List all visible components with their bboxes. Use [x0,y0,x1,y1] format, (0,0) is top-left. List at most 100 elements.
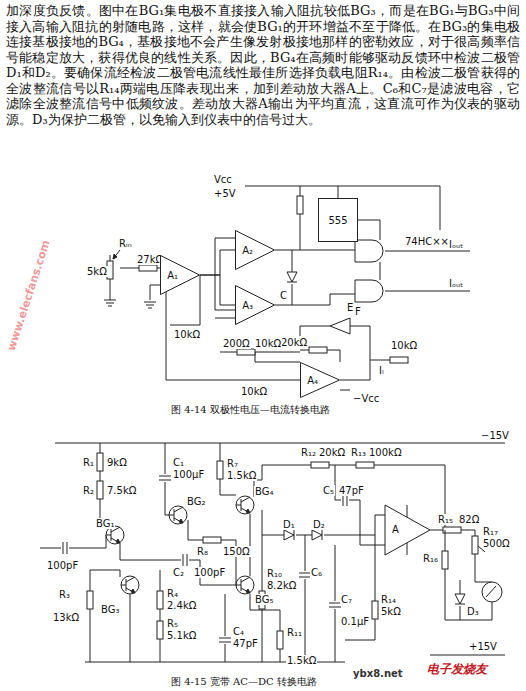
component-label: R₁₄ [380,594,397,605]
component-label: R₇ [226,458,239,469]
component-label: A [391,524,400,535]
wire-connector [200,250,235,275]
component-label: 20kΩ [318,447,346,458]
component-label: R₁₀ [266,568,283,579]
figure-caption: 图 4-15 宽带 AC—DC 转换电路 [170,676,318,687]
component-label: D₂ [312,519,326,530]
component-label: R₁₅ [437,514,454,525]
circuit-stroke [169,506,187,524]
circuit-stroke [356,462,374,468]
component-label: 10kΩ [240,386,268,397]
component-label: C₄ [232,626,245,637]
circuit-stroke [97,481,103,499]
component-label: BG₅ [254,594,274,605]
circuit-stroke [312,530,322,540]
circuit-stroke [443,527,461,533]
circuit-stroke [97,453,103,471]
watermark: 电子发烧友 [426,664,488,675]
component-label: +5V [213,188,237,199]
component-label: 82Ω [458,514,480,525]
component-label: 8.2kΩ [266,580,297,591]
circuit-stroke [236,576,254,594]
circuit-stroke [120,543,236,585]
circuit-stroke [297,196,303,214]
component-label: 100pF [193,567,226,578]
component-label: R₃ [58,589,71,600]
circuit-stroke [217,461,223,479]
op-amp-triangle: A₄ [300,362,340,398]
circuit-stroke [277,631,283,649]
circuit-stroke [330,318,350,334]
circuit-stroke [254,480,262,662]
component-label: BG₄ [254,486,274,497]
circuit-stroke [157,591,163,609]
circuit-stroke [113,254,117,259]
component-label: 500Ω [482,538,511,549]
component-label: 10kΩ [173,329,201,340]
circuit-stroke [250,594,280,662]
component-label: C₅ [322,485,335,496]
circuit-stroke [104,300,116,306]
watermark: www.elecfans.com [5,238,52,353]
circuit-stroke [225,594,226,662]
component-label: C [279,290,288,301]
component-label: R₁₃ [350,447,367,458]
component-label: 200Ω [222,338,251,349]
component-label: 2.4kΩ [166,600,197,611]
circuit-stroke [482,582,502,602]
component-label: D₃ [466,606,480,617]
component-label: 1.5kΩ [226,470,257,481]
node-outline [160,255,200,295]
component-label: 27kΩ [136,254,164,265]
node-label: A₄ [307,375,318,386]
circuit-stroke [157,621,163,639]
outline-shape [236,286,275,325]
component-label: R₈ [196,546,209,557]
component-label: 10kΩ [254,338,282,349]
component-label: C₆ [310,567,323,578]
body-text: 加深度负反馈。图中在BG₁集电极不直接接入输入阻抗较低BG₃，而是在BG₁与BG… [6,3,520,127]
node-outline [235,285,275,325]
component-label: 9kΩ [106,457,128,468]
circuit-stroke [407,505,408,555]
component-label: 150Ω [222,546,251,557]
component-label: Iₒᵤₜ [448,278,464,289]
circuit-stroke [107,261,113,279]
circuit-stroke [40,535,106,548]
component-label: R₁₆ [422,553,439,564]
component-label: R₁ [82,457,95,468]
watermark: ybx8.net [352,668,404,679]
circuit-stroke [430,655,505,656]
circuit-stroke [287,272,297,282]
circuit-stroke [355,240,383,262]
circuit-stroke [219,638,231,642]
component-label: 100pF [46,560,79,571]
circuit-stroke [340,360,390,390]
component-label: 0.1μF [340,616,370,627]
component-label: 10kΩ [390,340,418,351]
component-label: 5.1kΩ [166,630,197,641]
component-label: +15V [468,641,498,652]
component-label: C₂ [172,567,185,578]
circuit-stroke [160,570,161,662]
component-label: R₁₂ [300,447,317,458]
component-label: 47pF [232,638,259,649]
component-label: Rᵢₙ [118,238,133,249]
circuit-stroke [335,465,385,545]
component-label: Vcc [213,174,233,185]
circuit-stroke [85,570,345,662]
circuit-stroke [236,496,254,514]
circuit-stroke [486,586,496,597]
component-label: 100μF [172,469,205,480]
circuit-stroke [390,357,408,363]
component-label: C₇ [340,594,353,605]
outline-shape [236,231,275,270]
outline-shape [319,199,358,242]
component-label: −Vcc [352,393,380,404]
figure-caption: 图 4-14 双极性电压—电流转换电路 [170,404,331,415]
component-label: R₅ [166,618,179,629]
component-label: Iₗ [378,365,385,376]
circuit-stroke [203,537,221,543]
circuit-stroke [120,268,160,300]
